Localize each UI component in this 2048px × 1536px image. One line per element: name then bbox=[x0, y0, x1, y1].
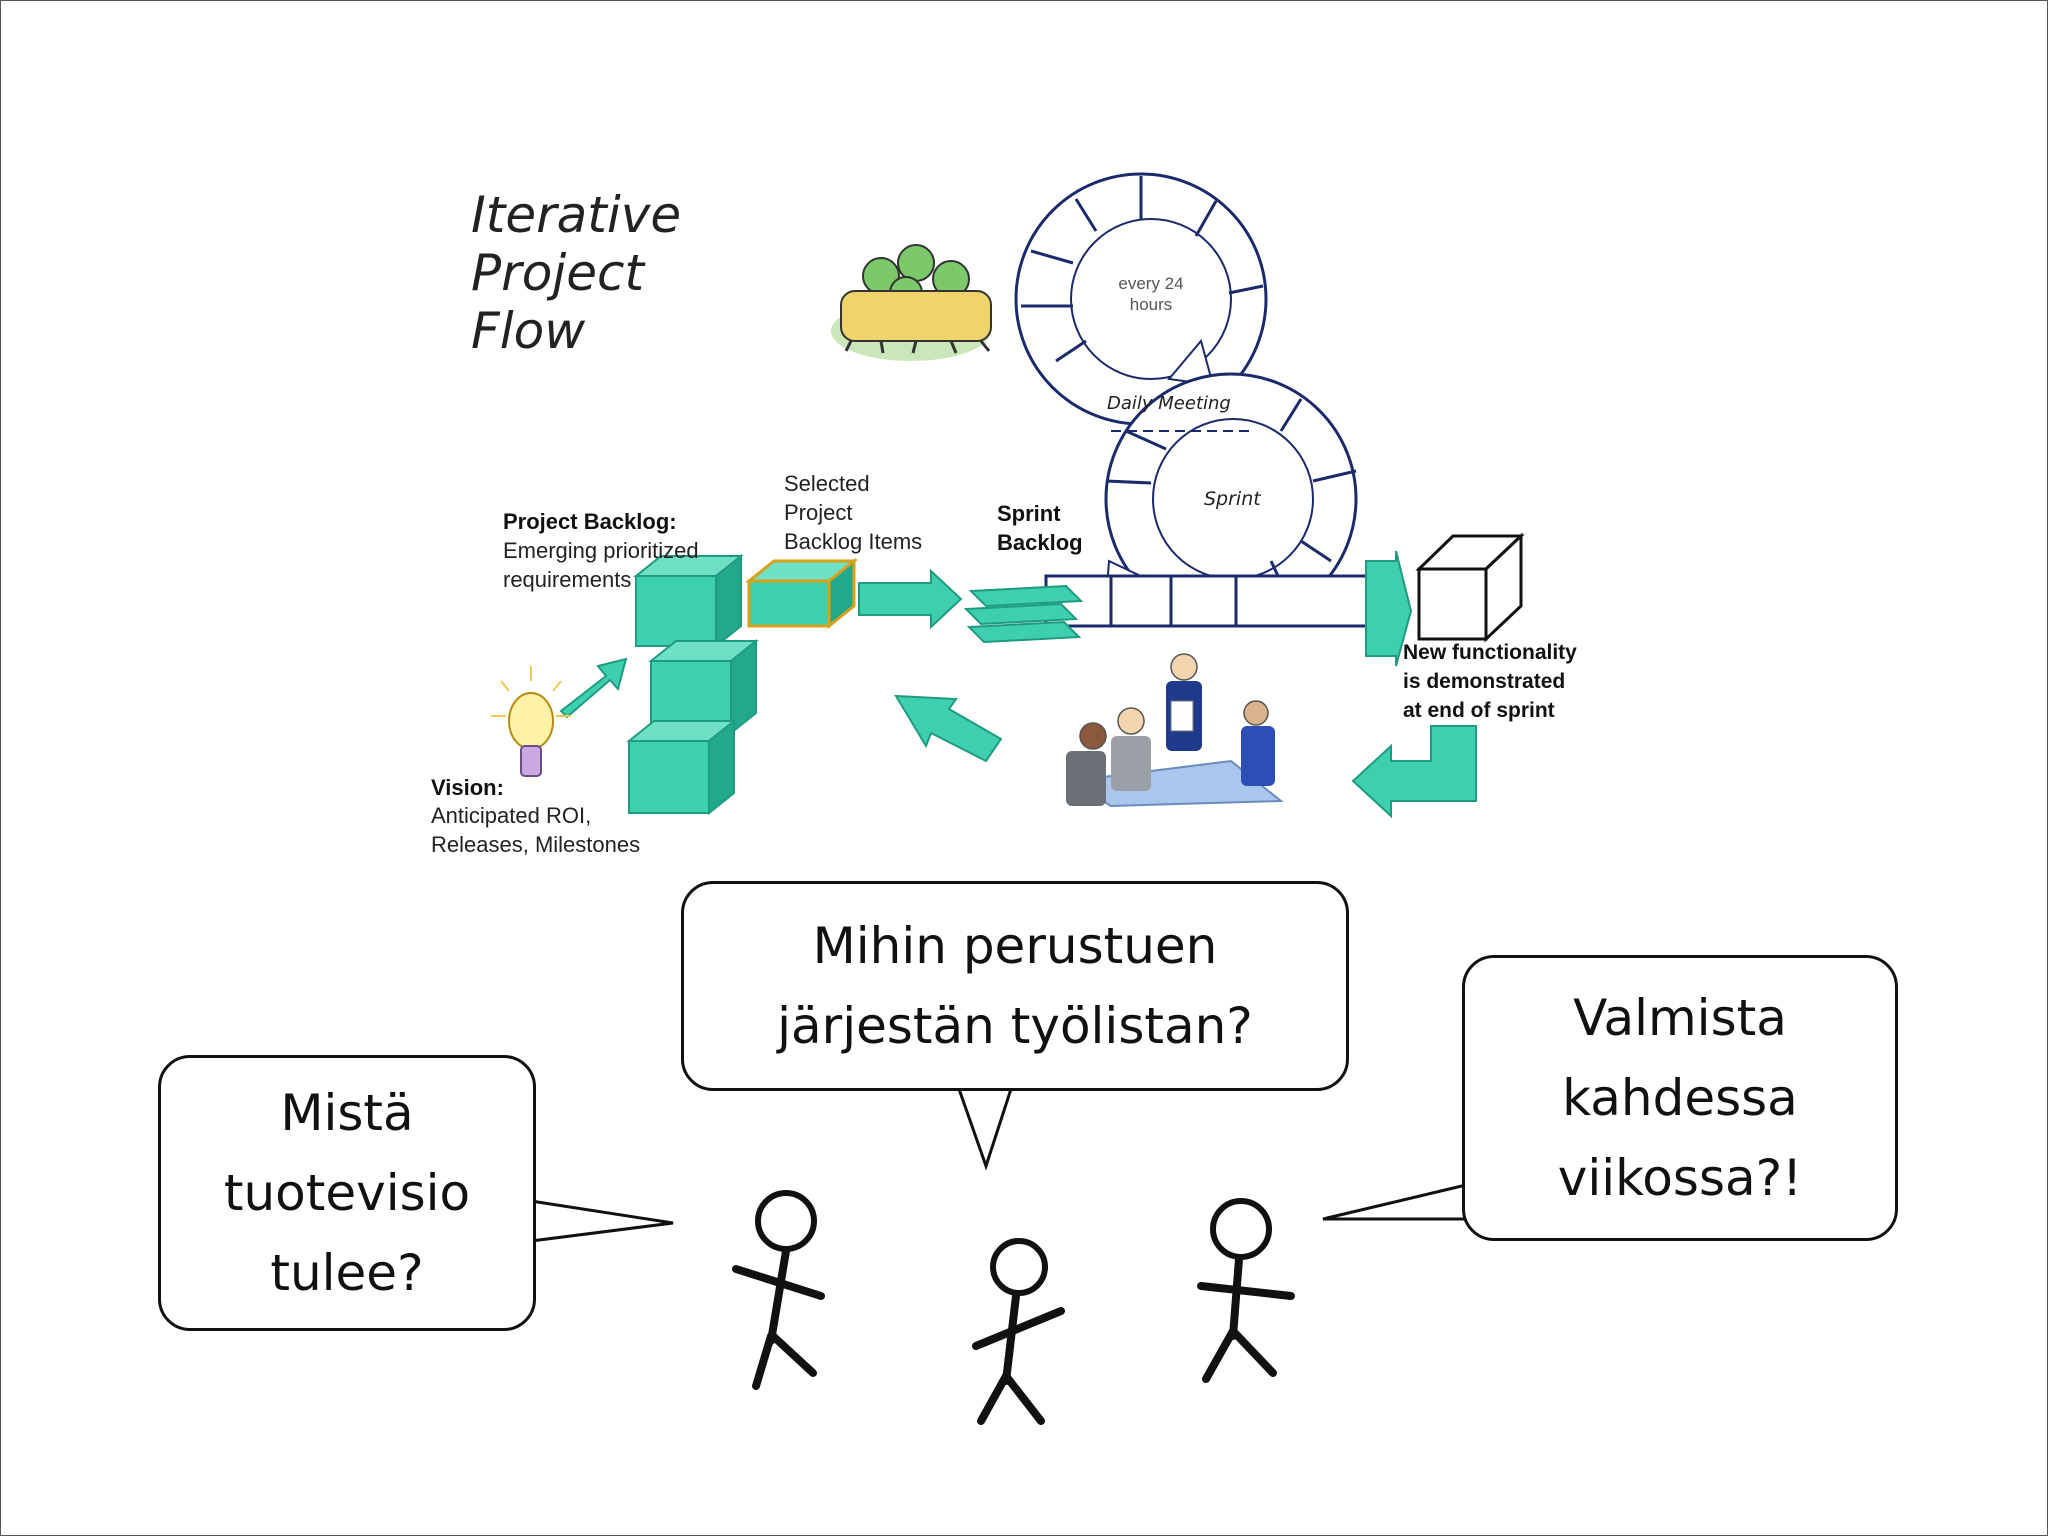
new-functionality-cube bbox=[1415, 532, 1525, 643]
team-huddle-illustration bbox=[831, 244, 992, 361]
project-backlog-stack bbox=[626, 553, 759, 816]
project-backlog-description: Emerging prioritized requirements bbox=[503, 538, 699, 592]
vision-title: Vision: bbox=[431, 775, 504, 800]
selected-items-label: Selected Project Backlog Items bbox=[784, 471, 923, 554]
bubble-tails bbox=[529, 1085, 1468, 1243]
speech-bubble-left: Mistä tuotevisio tulee? bbox=[158, 1055, 536, 1331]
sprint-review-meeting-illustration bbox=[1066, 653, 1284, 808]
daily-meeting-label: Daily Meeting bbox=[1107, 393, 1231, 414]
speech-bubble-middle-text: Mihin perustuen järjestän työlistan? bbox=[777, 917, 1253, 1055]
speech-bubble-right: Valmista kahdessa viikossa?! bbox=[1462, 955, 1898, 1241]
selected-items-box bbox=[744, 557, 859, 630]
daily-cycle-loop bbox=[1014, 172, 1268, 426]
stick-figure-right bbox=[1197, 1198, 1295, 1383]
sprint-cycle-loop bbox=[1044, 372, 1378, 628]
sprint-label: Sprint bbox=[1204, 488, 1261, 510]
sprint-backlog-label: Sprint Backlog bbox=[997, 501, 1083, 555]
diagram-title: Iterative Project Flow bbox=[471, 186, 682, 360]
speech-bubble-middle: Mihin perustuen järjestän työlistan? bbox=[681, 881, 1349, 1091]
every-24-hours-label: every 24 hours bbox=[1118, 274, 1184, 314]
lightbulb-icon bbox=[491, 666, 571, 777]
sprint-backlog-sheets bbox=[963, 584, 1084, 644]
vision-description: Anticipated ROI, Releases, Milestones bbox=[431, 803, 641, 857]
project-backlog-title: Project Backlog: bbox=[503, 509, 677, 534]
speech-bubble-left-text: Mistä tuotevisio tulee? bbox=[223, 1084, 471, 1302]
new-functionality-label: New functionality is demonstrated at end… bbox=[1403, 641, 1577, 722]
speech-bubble-right-text: Valmista kahdessa viikossa?! bbox=[1557, 989, 1803, 1207]
flow-arrows bbox=[559, 550, 1477, 819]
stick-figure-middle bbox=[972, 1238, 1065, 1425]
stick-figure-left bbox=[732, 1190, 825, 1390]
